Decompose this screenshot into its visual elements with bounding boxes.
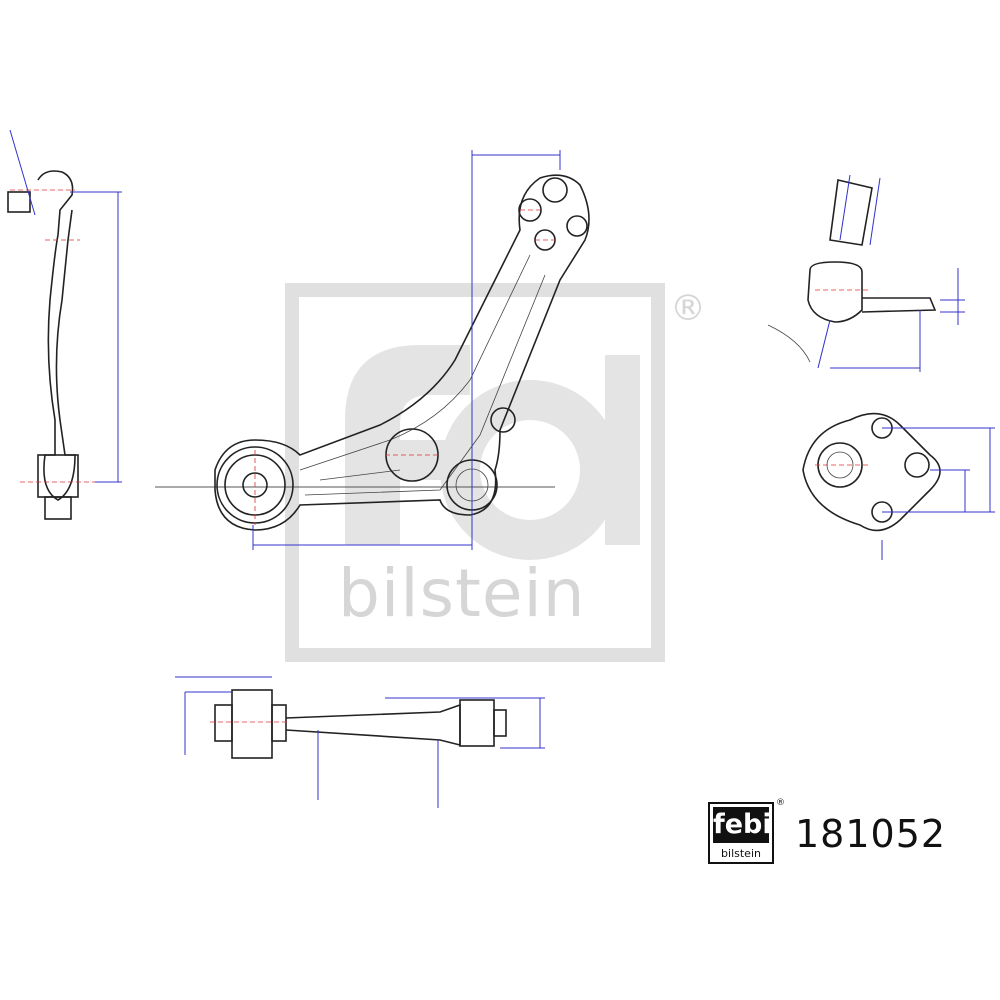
logo-brand-bottom: bilstein (721, 847, 761, 860)
watermark-registered-mark: ® (670, 288, 706, 329)
logo-registered-mark: ® (776, 798, 785, 808)
part-number: 181052 (795, 812, 947, 856)
ball-joint-top-view (802, 412, 995, 560)
logo-brand-top: febi (713, 807, 772, 843)
watermark-text: bilstein (338, 555, 586, 632)
control-arm-side-view (7, 129, 122, 520)
ball-joint-side-view (767, 174, 965, 372)
febi-bilstein-logo: febi bilstein (708, 802, 774, 864)
control-arm-top-view (155, 150, 590, 550)
control-arm-front-view (175, 676, 545, 808)
